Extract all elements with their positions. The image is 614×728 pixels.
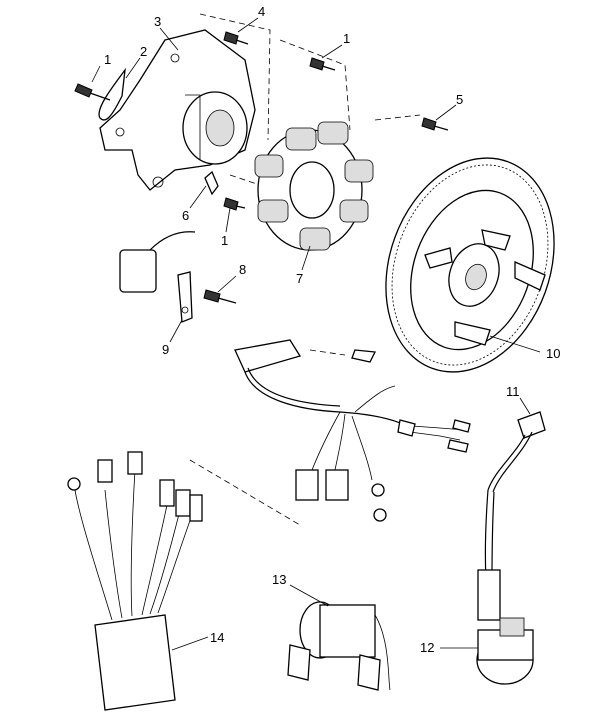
callout-9: 9 [162, 342, 169, 357]
screw-8 [203, 289, 237, 304]
callout-1-upper-left: 1 [104, 52, 111, 67]
ignition-coil-part [476, 411, 546, 685]
screw-5 [421, 117, 449, 131]
solenoid-part [287, 601, 391, 691]
clip-6-part [204, 170, 219, 196]
callout-8: 8 [239, 262, 246, 277]
screw-4 [223, 31, 249, 45]
callout-14: 14 [210, 630, 224, 645]
screw-1-mid [223, 197, 246, 211]
wire-clip-part [98, 67, 126, 121]
callout-13: 13 [272, 572, 286, 587]
callout-12: 12 [420, 640, 434, 655]
flywheel-part [385, 157, 555, 373]
callout-3: 3 [154, 14, 161, 29]
callout-1-top: 1 [343, 31, 350, 46]
callout-4: 4 [258, 4, 265, 19]
callout-5: 5 [456, 92, 463, 107]
leader-lines [91, 17, 541, 651]
callout-1-mid: 1 [221, 233, 228, 248]
wiring-harness-part [234, 339, 471, 522]
stator-coil-part [254, 121, 374, 251]
callout-6: 6 [182, 208, 189, 223]
callout-10: 10 [546, 346, 560, 361]
callout-11: 11 [506, 384, 520, 399]
bracket-9-part [119, 231, 196, 323]
callout-2: 2 [140, 44, 147, 59]
stator-plate-part [99, 29, 256, 191]
screw-1-upper-left [74, 83, 111, 101]
callout-labels: 1 2 3 4 1 5 6 1 7 8 9 10 11 12 13 14 [104, 4, 560, 655]
regulator-part [67, 451, 203, 711]
screw-1-top [309, 57, 336, 71]
callout-7: 7 [296, 271, 303, 286]
assembly-guide-lines [189, 13, 421, 526]
